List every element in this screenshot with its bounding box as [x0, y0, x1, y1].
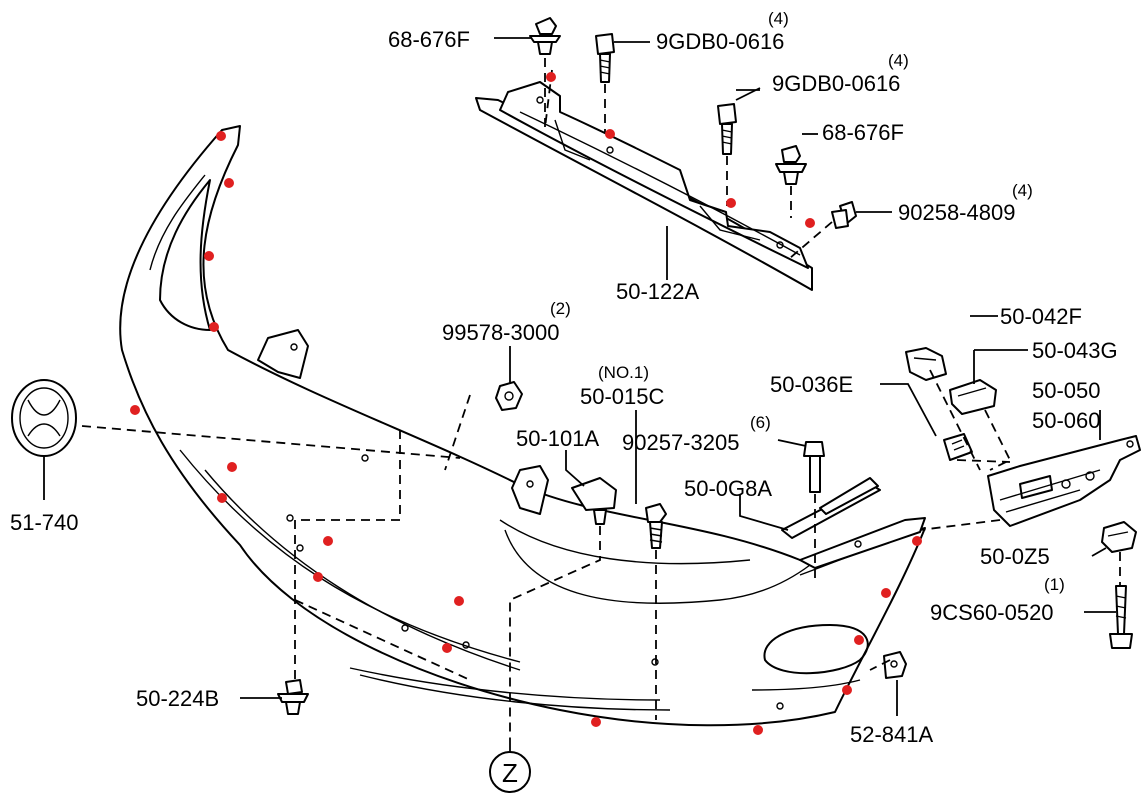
emblem-51-740 [11, 379, 77, 457]
marker-dot [854, 635, 864, 645]
marker-dot [204, 251, 214, 261]
callout-qty: (4) [768, 9, 789, 28]
callout-68-676F-second: 68-676F [822, 120, 904, 145]
callout-qty: (4) [1012, 181, 1033, 200]
callout-51-740: 51-740 [10, 510, 79, 535]
callout-52-841A: 52-841A [850, 722, 934, 747]
marker-dot [753, 725, 763, 735]
rivet-90257-3205 [803, 441, 825, 493]
marker-dot [217, 493, 227, 503]
callout-qty: (6) [750, 413, 771, 432]
marker-dot [454, 596, 464, 606]
nut-52-841A [883, 651, 907, 679]
marker-dot [224, 178, 234, 188]
bolt-9GDB0-0616-top [595, 33, 615, 83]
callout-50-060: 50-060 [1032, 408, 1101, 433]
callout-50-101A: 50-101A [516, 426, 600, 451]
marker-dot [805, 218, 815, 228]
marker-dot [912, 536, 922, 546]
marker-dot [726, 198, 736, 208]
bracket-50-043G [949, 379, 997, 415]
clip-50-0Z5 [1101, 521, 1137, 553]
marker-dot [323, 536, 333, 546]
leader-lines [43, 37, 1116, 752]
callout-50-015C: 50-015C [580, 384, 665, 409]
callout-qty: (2) [550, 299, 571, 318]
clip-50-036E [943, 433, 973, 461]
callout-50-050: 50-050 [1032, 378, 1101, 403]
screw-9CS60-0520 [1109, 585, 1133, 649]
callout-90257-3205: 90257-3205 [622, 430, 739, 455]
callout-50-042F: 50-042F [1000, 304, 1082, 329]
callout-68-676F-top: 68-676F [388, 27, 470, 52]
clip-50-224B [277, 679, 309, 715]
clip-68-676F-top [529, 17, 561, 55]
bumper-reinforcement [475, 81, 813, 291]
marker-dot [842, 685, 852, 695]
marker-dot [442, 643, 452, 653]
clip-68-676F-second [775, 145, 807, 185]
callouts: 68-676F (4) 9GDB0-0616 (4) 9GDB0-0616 68… [10, 9, 1118, 747]
callout-99578-3000: 99578-3000 [442, 320, 559, 345]
side-bracket-50-050-50-060 [987, 435, 1141, 527]
marker-dot [209, 322, 219, 332]
marker-dot [216, 131, 226, 141]
callout-50-043G: 50-043G [1032, 338, 1118, 363]
marker-dot [546, 72, 556, 82]
marker-dot [605, 129, 615, 139]
callout-9CS60-0520: 9CS60-0520 [930, 600, 1054, 625]
bracket-50-042F [905, 347, 947, 381]
callout-90258-4809: 90258-4809 [898, 200, 1015, 225]
callout-50-0G8A: 50-0G8A [684, 476, 772, 501]
callout-50-122A: 50-122A [616, 279, 700, 304]
screw-90258-4809 [831, 201, 857, 229]
callout-50-224B: 50-224B [136, 686, 219, 711]
marker-dot [227, 462, 237, 472]
marker-dot [591, 717, 601, 727]
callout-qty: (4) [888, 51, 909, 70]
nut-99578-3000 [495, 381, 523, 411]
marker-dot [130, 405, 140, 415]
attachment-markers [130, 72, 922, 735]
molding-50-0G8A [781, 477, 881, 539]
bolt-9GDB0-0616-second [717, 103, 737, 155]
callout-9GDB0-0616-second: 9GDB0-0616 [772, 71, 900, 96]
assembly-lines [81, 58, 1121, 742]
view-marker-label: Z [502, 758, 518, 788]
callout-qty: (NO.1) [598, 363, 649, 382]
marker-dot [313, 572, 323, 582]
callout-9GDB0-0616-top: 9GDB0-0616 [656, 29, 784, 54]
callout-50-0Z5: 50-0Z5 [980, 544, 1050, 569]
callout-qty: (1) [1044, 575, 1065, 594]
marker-dot [881, 588, 891, 598]
callout-50-036E: 50-036E [770, 372, 853, 397]
view-marker-z: Z [489, 751, 531, 793]
fastener-50-015C [645, 503, 667, 549]
